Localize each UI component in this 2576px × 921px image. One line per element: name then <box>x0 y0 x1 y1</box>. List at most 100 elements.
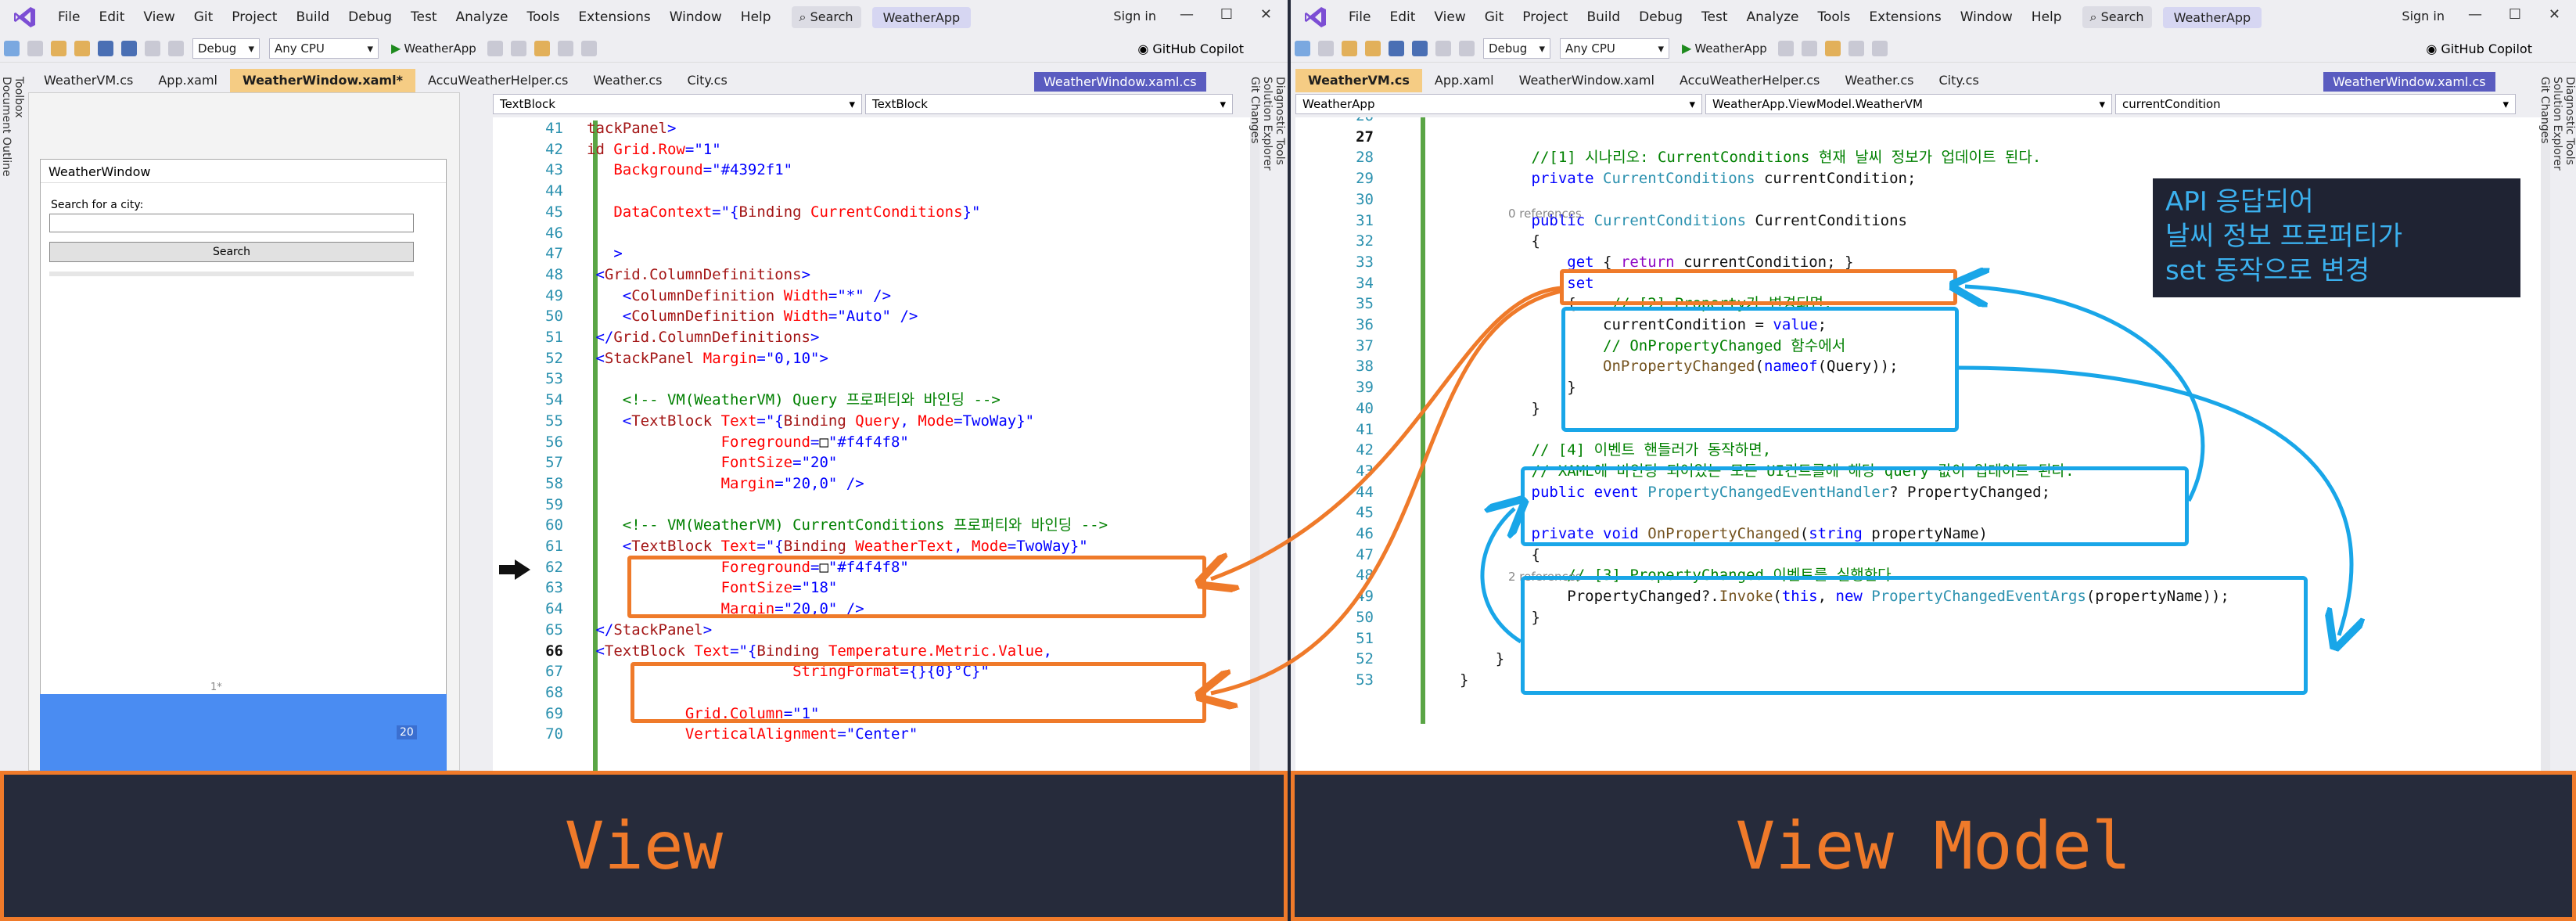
search-box[interactable]: ⌕ Search <box>791 6 861 28</box>
nav-project-select[interactable]: WeatherApp▾ <box>1295 94 1702 114</box>
nav-back-icon[interactable] <box>1295 40 1310 56</box>
tool-window-git-changes[interactable]: Git Changes <box>1248 77 1261 144</box>
designer-search-button[interactable]: Search <box>49 242 414 262</box>
run-target-label[interactable]: WeatherApp <box>1694 41 1767 56</box>
save-all-icon[interactable] <box>1412 40 1428 56</box>
open-folder-icon[interactable] <box>1365 40 1381 56</box>
nav-forward-icon[interactable] <box>1318 40 1334 56</box>
tab-city-cs[interactable]: City.cs <box>687 73 728 88</box>
config-select[interactable]: Debug▾ <box>1483 38 1550 59</box>
tab-city-cs[interactable]: City.cs <box>1938 73 1979 88</box>
menu-window[interactable]: Window <box>669 9 722 25</box>
undo-icon[interactable] <box>145 40 160 56</box>
codelens-references[interactable]: 0 references <box>1508 207 1582 221</box>
run-target-label[interactable]: WeatherApp <box>404 41 476 56</box>
code-line[interactable]: 44 <box>493 180 1250 202</box>
toolbox-icon[interactable] <box>534 40 550 56</box>
code-line[interactable]: 37 // OnPropertyChanged 함수에서 <box>1295 335 2541 357</box>
search-box[interactable]: ⌕ Search <box>2082 6 2152 28</box>
tool-window-toolbox[interactable]: Toolbox <box>13 77 25 118</box>
layout-icon[interactable] <box>557 40 573 56</box>
save-icon[interactable] <box>1389 40 1404 56</box>
menu-extensions[interactable]: Extensions <box>578 9 651 25</box>
code-line[interactable]: 32 { <box>1295 230 2541 252</box>
platform-select[interactable]: Any CPU▾ <box>269 38 379 59</box>
code-line[interactable]: 64 Margin="20,0" /> <box>493 598 1250 620</box>
code-line[interactable]: 46 <box>493 222 1250 244</box>
code-line[interactable]: 58 Margin="20,0" /> <box>493 473 1250 495</box>
tab-accuweatherhelper-cs[interactable]: AccuWeatherHelper.cs <box>1679 73 1820 88</box>
code-line[interactable]: 47 > <box>493 243 1250 264</box>
menu-edit[interactable]: Edit <box>1389 9 1416 25</box>
start-without-debug-icon[interactable] <box>487 40 503 56</box>
save-all-icon[interactable] <box>121 40 137 56</box>
code-line[interactable]: 28 //[1] 시나리오: CurrentConditions 현재 날씨 정… <box>1295 146 2541 168</box>
minimize-icon[interactable]: — <box>2468 6 2482 23</box>
close-icon[interactable]: ✕ <box>1259 6 1272 23</box>
menu-help[interactable]: Help <box>740 9 771 25</box>
close-icon[interactable]: ✕ <box>2548 6 2560 23</box>
redo-icon[interactable] <box>168 40 184 56</box>
code-line[interactable]: 43 Background="#4392f1" <box>493 159 1250 181</box>
nav-element-select[interactable]: TextBlock▾ <box>493 94 862 114</box>
code-line[interactable]: 26 <box>1295 117 2541 127</box>
code-line[interactable]: 56 Foreground=□"#f4f4f8" <box>493 431 1250 453</box>
menu-edit[interactable]: Edit <box>99 9 125 25</box>
tab-weathervm-cs[interactable]: WeatherVM.cs <box>44 73 134 88</box>
save-icon[interactable] <box>98 40 113 56</box>
code-line[interactable]: 68 <box>493 682 1250 703</box>
tab-weatherwindow-xaml[interactable]: WeatherWindow.xaml <box>1518 73 1654 88</box>
tool-window-document-outline[interactable]: Document Outline <box>0 77 13 177</box>
nav-member-select[interactable]: currentCondition▾ <box>2115 94 2516 114</box>
code-line[interactable]: 53 <box>493 368 1250 390</box>
menu-project[interactable]: Project <box>232 9 278 25</box>
menu-tools[interactable]: Tools <box>1817 9 1851 25</box>
redo-icon[interactable] <box>1459 40 1475 56</box>
code-line[interactable]: 48 <Grid.ColumnDefinitions> <box>493 264 1250 286</box>
code-line[interactable]: 27 <box>1295 126 2541 148</box>
nav-member-select[interactable]: TextBlock▾ <box>865 94 1233 114</box>
code-line[interactable]: 55 <TextBlock Text="{Binding Query, Mode… <box>493 410 1250 432</box>
visual-studio-logo-icon[interactable] <box>1300 2 1331 33</box>
menu-debug[interactable]: Debug <box>348 9 393 25</box>
tab-weathervm-cs[interactable]: WeatherVM.cs <box>1295 69 1422 92</box>
code-line[interactable]: 29 private CurrentConditions currentCond… <box>1295 167 2541 189</box>
code-line[interactable]: 70 VerticalAlignment="Center" <box>493 723 1250 745</box>
code-line[interactable]: 49 <ColumnDefinition Width="*" /> <box>493 285 1250 307</box>
code-line[interactable]: 33 get { return currentCondition; } <box>1295 251 2541 273</box>
nav-type-select[interactable]: WeatherApp.ViewModel.WeatherVM▾ <box>1705 94 2112 114</box>
tab-weather-cs[interactable]: Weather.cs <box>593 73 663 88</box>
menu-debug[interactable]: Debug <box>1639 9 1683 25</box>
maximize-icon[interactable]: ☐ <box>1220 6 1233 23</box>
hot-reload-icon[interactable] <box>510 40 526 56</box>
tool-window-solution-explorer[interactable]: Solution Explorer <box>1261 77 1274 171</box>
code-line[interactable]: 66 <TextBlock Text="{Binding Temperature… <box>493 640 1250 662</box>
menu-test[interactable]: Test <box>1701 9 1728 25</box>
preview-tab[interactable]: WeatherWindow.xaml.cs <box>1034 72 1206 92</box>
menu-build[interactable]: Build <box>296 9 330 25</box>
tab-weatherwindow-xaml-[interactable]: WeatherWindow.xaml* <box>230 69 415 92</box>
menu-window[interactable]: Window <box>1960 9 2013 25</box>
open-folder-icon[interactable] <box>74 40 90 56</box>
code-line[interactable]: 51 </Grid.ColumnDefinitions> <box>493 326 1250 348</box>
code-line[interactable]: 61 <TextBlock Text="{Binding WeatherText… <box>493 535 1250 557</box>
hot-reload-icon[interactable] <box>1801 40 1817 56</box>
start-without-debug-icon[interactable] <box>1777 40 1794 56</box>
code-line[interactable]: 42 // [4] 이벤트 핸들러가 동작하면, <box>1295 439 2541 461</box>
start-debug-icon[interactable]: ▶ <box>1682 41 1692 56</box>
tool-window-diagnostic-tools[interactable]: Diagnostic Tools <box>1274 77 1286 165</box>
menu-build[interactable]: Build <box>1586 9 1621 25</box>
menu-file[interactable]: File <box>1349 9 1371 25</box>
menu-view[interactable]: View <box>1434 9 1466 25</box>
code-line[interactable]: 59 <box>493 494 1250 516</box>
menu-file[interactable]: File <box>58 9 81 25</box>
menu-analyze[interactable]: Analyze <box>455 9 508 25</box>
menu-tools[interactable]: Tools <box>526 9 560 25</box>
menu-git[interactable]: Git <box>1484 9 1504 25</box>
code-line[interactable]: 60 <!-- VM(WeatherVM) CurrentConditions … <box>493 514 1250 536</box>
platform-select[interactable]: Any CPU▾ <box>1560 38 1669 59</box>
copilot-button[interactable]: ◉ GitHub Copilot <box>1137 41 1244 56</box>
menu-help[interactable]: Help <box>2031 9 2062 25</box>
